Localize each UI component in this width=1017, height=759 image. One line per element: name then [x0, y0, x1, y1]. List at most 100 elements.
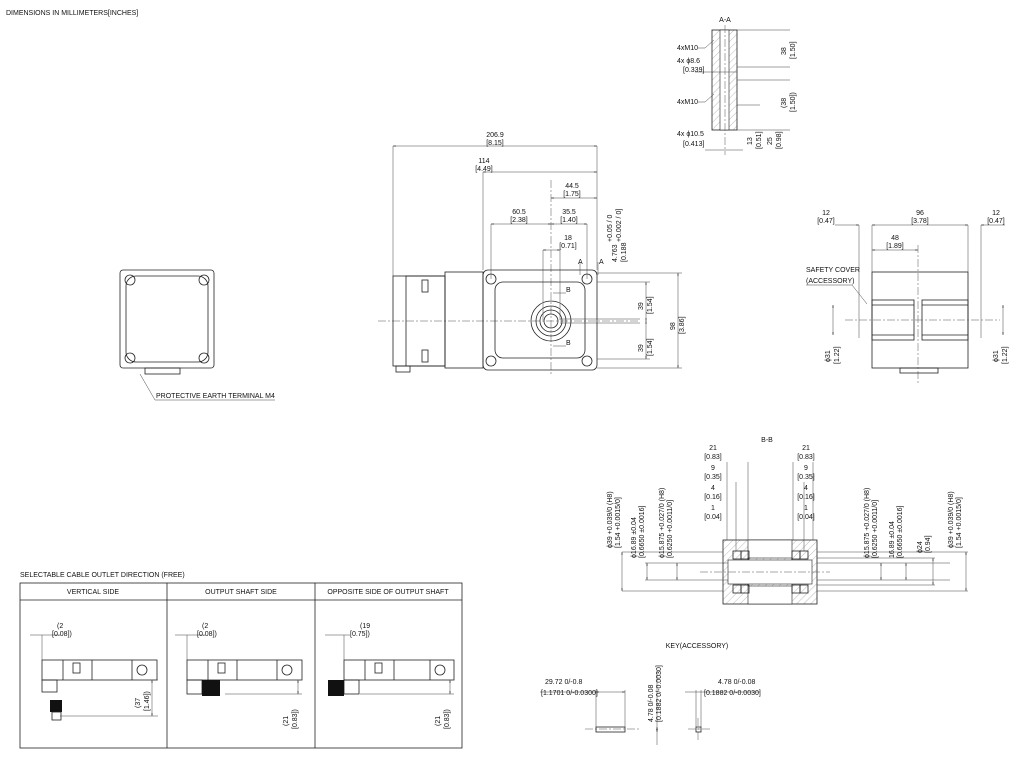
dim-phi15875-left-in: [0.6250 +0.0011/0] [667, 500, 674, 558]
column-header-vertical: VERTICAL SIDE [67, 589, 119, 596]
dim-output-top: (2 [202, 623, 208, 630]
column-header-output-shaft: OUTPUT SHAFT SIDE [205, 589, 277, 596]
dim-output-side: (21 [283, 716, 290, 726]
dim-half-width: 48 [891, 235, 899, 242]
dim-half-top: 39 [638, 302, 645, 310]
dim-opposite-top: (19 [360, 623, 370, 630]
dim-bb-left-4: 4 [711, 485, 715, 492]
dim-bb-right-9-in: [0.35] [797, 474, 815, 481]
dim-phi24: ϕ24 [917, 541, 924, 553]
cable-vertical-drawing: (2 [0.08]) (37[1.46]) [30, 623, 158, 721]
dim-38-bottom: (38 [781, 98, 788, 108]
dim-hub: 18 [564, 235, 572, 242]
dim-half-bottom: 39 [638, 344, 645, 352]
dim-keyway-tol-in: +0.002 / 0] [616, 209, 623, 242]
bore-large-label: 4x ϕ10.5 [677, 131, 704, 138]
dim-total-length: 206.9 [486, 132, 504, 139]
dim-bb-left-4-in: [0.16] [704, 494, 722, 501]
dim-shaft-end: 44.5 [565, 183, 579, 190]
dim-bb-left-9: 9 [711, 465, 715, 472]
dim-phi15875-left: ϕ15.875 +0.027/0 (H8) [659, 488, 666, 558]
column-header-opposite: OPPOSITE SIDE OF OUTPUT SHAFT [327, 589, 449, 596]
dim-13-in: [0.51] [756, 131, 763, 149]
dim-hole-right-in: [1.40] [560, 217, 578, 224]
section-aa: A-A 4xM10 4x ϕ8.6 [0.339] 4xM10 4x ϕ10.5… [677, 17, 797, 155]
dim-38-top-in: [1.50] [790, 41, 797, 59]
gearmotor-front-view [378, 146, 682, 375]
front-view-dimensions: 206.9 [8.15] 114 [4.49] 44.5 [1.75] 60.5… [475, 132, 686, 356]
dim-key-width-in: [0.1882 0/-0.0030] [704, 690, 761, 697]
dim-bb-left-1-in: [0.04] [704, 514, 722, 521]
dim-phi39-left: ϕ39 +0.039/0 (H8) [607, 491, 614, 548]
dim-hole-left: 60.5 [512, 209, 526, 216]
bb-left-dims: 21 [0.83] 9 [0.35] 4 [0.16] 1 [0.04] [704, 445, 722, 521]
bore-small-label-in: [0.339] [683, 67, 704, 74]
dim-cover-left: 12 [822, 210, 830, 217]
dim-keyway: 4.763 [612, 244, 619, 262]
dim-vertical-top: (2 [57, 623, 63, 630]
dim-bb-right-21: 21 [802, 445, 810, 452]
dim-cover-right: 12 [992, 210, 1000, 217]
dim-opposite-side-in: [0.83]) [444, 709, 451, 729]
section-mark-b: B [566, 287, 571, 294]
dim-half-top-in: [1.54] [647, 296, 654, 314]
dim-phi31-right-in: [1.22] [1002, 346, 1009, 364]
dim-cover-right-in: [0.47] [987, 218, 1005, 225]
bb-right-dims: 21 [0.83] 9 [0.35] 4 [0.16] 1 [0.04] [797, 445, 815, 521]
dim-key-height: 4.78 0/-0.08 [648, 685, 655, 722]
dim-gear-length: 114 [478, 158, 489, 165]
dim-bb-left-21-in: [0.83] [704, 454, 722, 461]
dim-width: 96 [916, 210, 924, 217]
dim-phi15875-right: ϕ15.875 +0.027/0 (H8) [864, 488, 871, 558]
dim-height: 98 [670, 322, 677, 330]
dim-phi39-right: ϕ39 +0.039/0 (H8) [948, 491, 955, 548]
dim-phi31-right: ϕ31 [993, 350, 1000, 362]
cable-outlet-table: SELECTABLE CABLE OUTLET DIRECTION (FREE)… [19, 572, 463, 749]
dim-width-in: [3.78] [911, 218, 929, 225]
dim-output-top-in: [0.08]) [197, 631, 217, 638]
dim-phi39-left-in: [1.54 +0.0015/0] [615, 497, 622, 548]
dim-bb-left-21: 21 [709, 445, 717, 452]
dim-13: 13 [747, 137, 754, 145]
dim-bb-right-1-in: [0.04] [797, 514, 815, 521]
dim-bb-right-21-in: [0.83] [797, 454, 815, 461]
dim-phi1689-right-in: [0.6650 ±0.0016] [897, 505, 904, 558]
dim-half-bottom-in: [1.54] [647, 338, 654, 356]
dim-bb-right-9: 9 [804, 465, 808, 472]
dim-bb-right-4: 4 [804, 485, 808, 492]
dim-cover-left-in: [0.47] [817, 218, 835, 225]
dim-phi39-right-in: [1.54 +0.0015/0] [956, 497, 963, 548]
dim-38-bottom-in: [1.50]) [790, 92, 797, 112]
key-accessory: KEY(ACCESSORY) 29.72 0/-0.8 [1.1701 0/-0… [540, 643, 761, 745]
dim-phi1689-left-in: [0.6650 ±0.0016] [639, 505, 646, 558]
dim-phi31-left-in: [1.22] [834, 346, 841, 364]
dim-bb-right-4-in: [0.16] [797, 494, 815, 501]
dim-total-length-in: [8.15] [486, 140, 504, 147]
bore-small-label: 4x ϕ8.6 [677, 58, 700, 65]
section-bb: B-B 21 [0.83] 9 [0.35] 4 [0.16] 1 [607, 437, 968, 605]
tap-top-label: 4xM10 [677, 45, 698, 52]
dim-key-length-in: [1.1701 0/-0.0300] [541, 690, 598, 697]
dim-output-side-in: [0.83]) [292, 709, 299, 729]
sheet-title: DIMENSIONS IN MILLIMETERS[INCHES] [6, 10, 138, 17]
dim-25: 25 [767, 137, 774, 145]
safety-cover-label: SAFETY COVER [806, 267, 860, 274]
dim-half-width-in: [1.89] [886, 243, 904, 250]
dim-bb-left-9-in: [0.35] [704, 474, 722, 481]
dim-phi24-in: [0.94] [925, 535, 932, 553]
dim-key-height-in: [0.1882 0/-0.0030] [656, 665, 663, 722]
dim-opposite-top-in: [0.75]) [350, 631, 370, 638]
tap-bottom-label: 4xM10 [677, 99, 698, 106]
dim-key-length: 29.72 0/-0.8 [545, 679, 582, 686]
dim-phi1689-left: ϕ16.89 ±0.04 [631, 517, 638, 558]
dim-hole-left-in: [2.38] [510, 217, 528, 224]
dim-vertical-top-in: [0.08]) [52, 631, 72, 638]
dim-phi15875-right-in: [0.6250 +0.0011/0] [872, 500, 879, 558]
dim-vertical-side-in: [1.46]) [144, 691, 151, 711]
dim-25-in: [0.98] [776, 131, 783, 149]
key-title: KEY(ACCESSORY) [666, 643, 729, 650]
side-view-with-cover: 12 [0.47] 96 [3.78] 12 [0.47] 48 [1.89] … [806, 210, 1009, 385]
dim-key-width: 4.78 0/-0.08 [718, 679, 755, 686]
dim-opposite-side: (21 [435, 716, 442, 726]
